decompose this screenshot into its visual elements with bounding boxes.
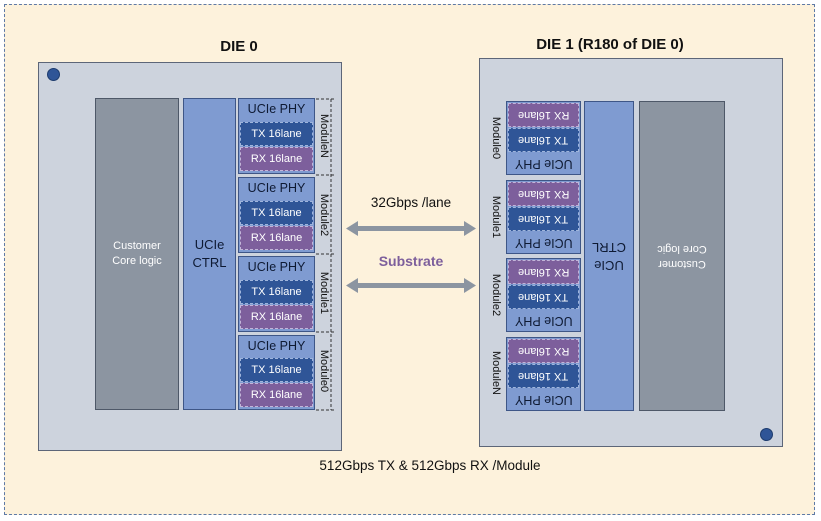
die0-module-1-rx: RX 16lane: [240, 305, 313, 329]
die1-module-1-phy-label: UCIe PHY: [514, 236, 573, 250]
upper-arrow-right-head: [464, 221, 476, 236]
die1-customer-core-logic: Customer Core logic: [639, 101, 725, 411]
die1-module-2-rx: RX 16lane: [508, 260, 579, 284]
die1-module-0-phy-label: UCIe PHY: [514, 157, 573, 171]
die1-ctrl-label: UCIe CTRL: [592, 240, 626, 273]
die0-module-2-phy: UCIe PHY: [247, 181, 306, 195]
die1-module-1-rx: RX 16lane: [508, 182, 579, 206]
die1-module-n-rx-label: RX 16lane: [517, 345, 570, 357]
lane-rate-label: 32Gbps /lane: [370, 195, 452, 210]
lower-arrow-left-head: [346, 278, 358, 293]
die1-module-0-rx: RX 16lane: [508, 103, 579, 127]
die0-module-0-phy: UCIe PHY: [247, 339, 306, 353]
die1-module-n-tx: TX 16lane: [508, 364, 579, 388]
die1-module-2-rx-label: RX 16lane: [517, 266, 570, 278]
die1-module-2-tx-label: TX 16lane: [518, 291, 569, 303]
die1-module-0-rx-label: RX 16lane: [517, 109, 570, 121]
die1-module-n-phy-label: UCIe PHY: [514, 393, 573, 407]
die1-module-2-label: Module2: [490, 273, 502, 317]
die0-ucie-ctrl: UCIe CTRL: [183, 98, 236, 410]
die1-module-1-phy: UCIe PHY: [506, 232, 581, 254]
die1-module-2-phy: UCIe PHY: [506, 310, 581, 332]
die0-module-0-tx: TX 16lane: [240, 358, 313, 382]
die1-module-0-phy: UCIe PHY: [506, 153, 581, 175]
die1-module-0-tx: TX 16lane: [508, 128, 579, 152]
upper-arrow-shaft: [356, 226, 466, 231]
die1-module-2-tx: TX 16lane: [508, 285, 579, 309]
die0-title: DIE 0: [220, 38, 258, 55]
die1-module-0-tx-label: TX 16lane: [518, 134, 569, 146]
die0-customer-core-logic: Customer Core logic: [95, 98, 179, 410]
die1-module-1-tx: TX 16lane: [508, 207, 579, 231]
die0-module-n-rx: RX 16lane: [240, 147, 313, 171]
die1-module-1-rx-label: RX 16lane: [517, 188, 570, 200]
die0-orientation-dot: [47, 68, 60, 81]
die1-orientation-dot: [760, 428, 773, 441]
lower-arrow-right-head: [464, 278, 476, 293]
substrate-label: Substrate: [378, 253, 444, 269]
die0-module-0-rx: RX 16lane: [240, 383, 313, 407]
die1-module-0-label: Module0: [490, 116, 502, 160]
die0-ctrl-label: UCIe CTRL: [192, 237, 227, 270]
die0-customer-label: Customer Core logic: [112, 240, 162, 267]
die0-module-2-tx: TX 16lane: [240, 201, 313, 225]
die0-module-n-tx: TX 16lane: [240, 122, 313, 146]
die1-ucie-ctrl: UCIe CTRL: [584, 101, 634, 411]
die1-customer-label: Customer Core logic: [657, 243, 707, 270]
die0-module-n-phy: UCIe PHY: [247, 102, 306, 116]
upper-arrow-left-head: [346, 221, 358, 236]
die0-module-1-phy: UCIe PHY: [247, 260, 306, 274]
lower-arrow-shaft: [356, 283, 466, 288]
die1-module-n-rx: RX 16lane: [508, 339, 579, 363]
die1-module-n-tx-label: TX 16lane: [518, 370, 569, 382]
die1-module-2-phy-label: UCIe PHY: [514, 314, 573, 328]
die1-module-1-tx-label: TX 16lane: [518, 213, 569, 225]
die1-module-1-label: Module1: [490, 195, 502, 239]
die1-module-n-phy: UCIe PHY: [506, 389, 581, 411]
die1-title: DIE 1 (R180 of DIE 0): [536, 36, 684, 53]
die0-module-2-rx: RX 16lane: [240, 226, 313, 250]
bandwidth-per-module-label: 512Gbps TX & 512Gbps RX /Module: [319, 458, 541, 473]
die1-module-n-label: ModuleN: [490, 350, 502, 396]
die0-module-1-tx: TX 16lane: [240, 280, 313, 304]
